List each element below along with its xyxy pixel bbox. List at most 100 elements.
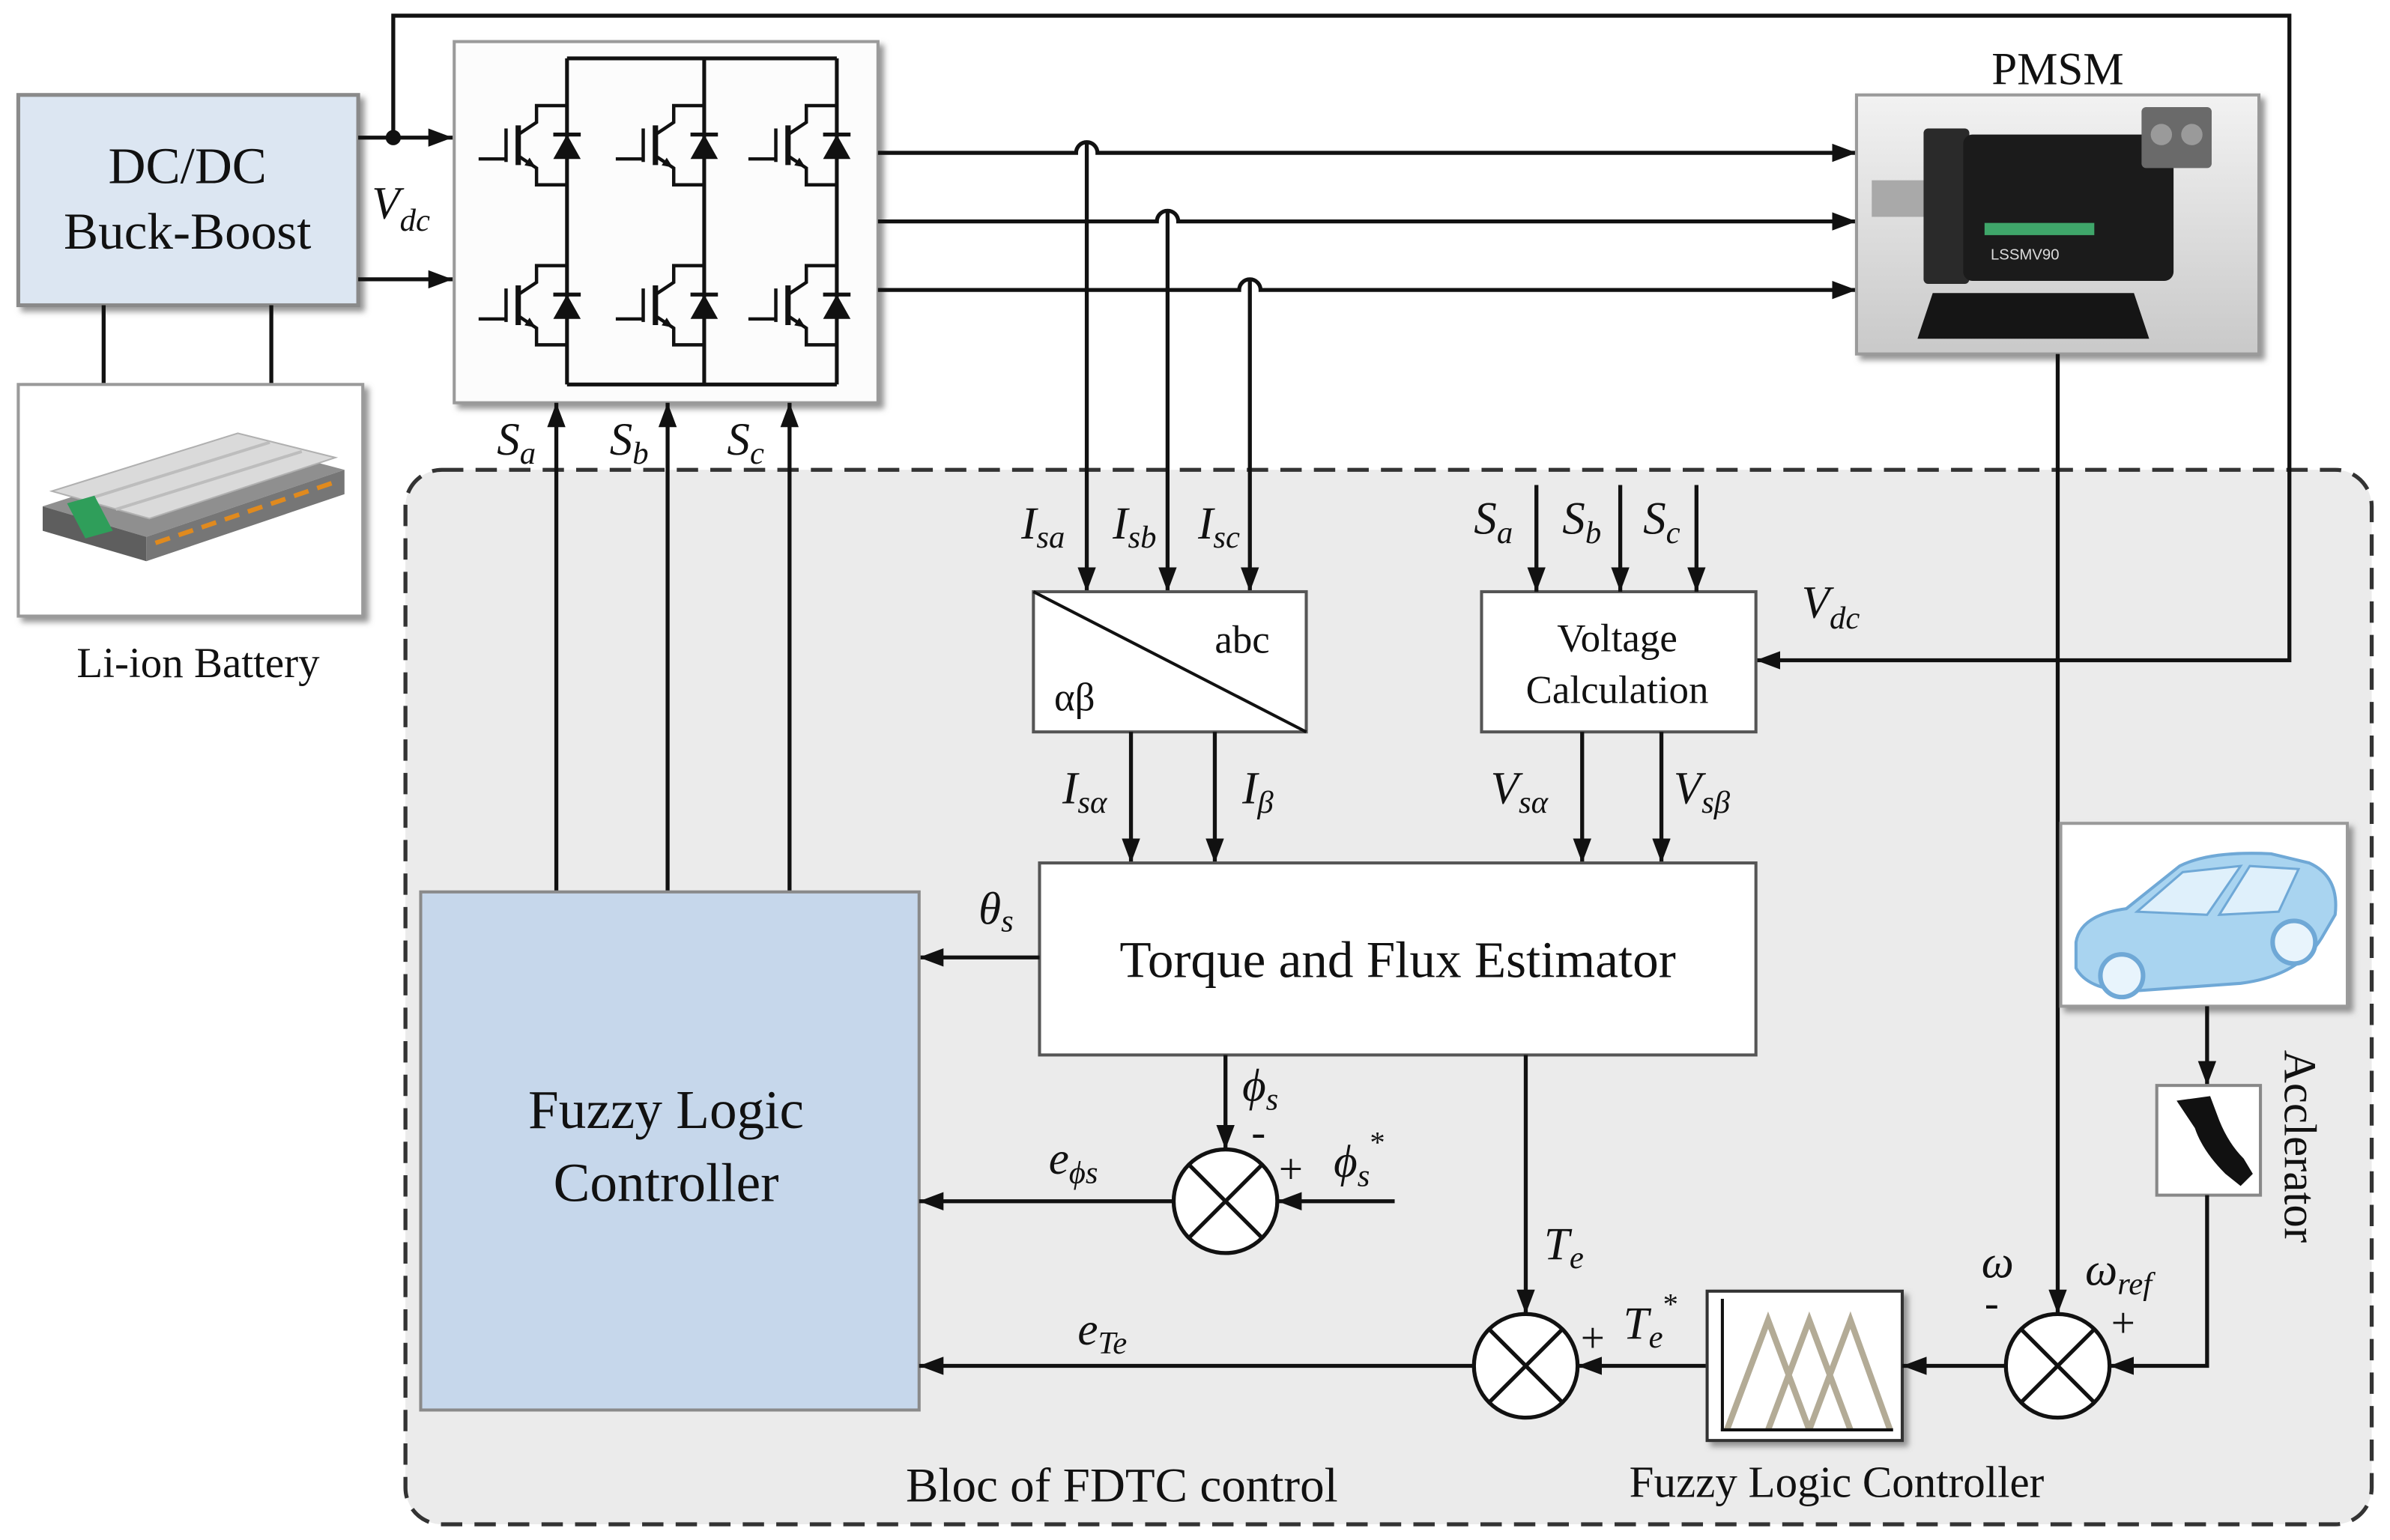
omega-ref-subscript: ref [2117,1267,2155,1302]
gate-c-symbol: S [727,415,750,465]
ibeta-subscript: β [1256,785,1274,820]
current-label-b: Isb [1112,499,1156,555]
te-subscript: e [1570,1240,1584,1276]
pmsm-motor-icon: LSSMV90 [1854,93,2261,356]
voltage-calc-line1: Voltage [1557,616,1677,660]
ephi-symbol: e [1049,1134,1069,1184]
gate-b-symbol: S [610,415,633,465]
omega-ref-symbol: ω [2085,1246,2117,1296]
vdc-label-inverter: Vdc [372,179,430,238]
main-fuzzy-controller-block [419,890,921,1412]
vsbeta-symbol: V [1674,764,1707,814]
te-ref-symbol: T [1624,1299,1652,1349]
isc-subscript: sc [1213,520,1240,555]
speed-junction-minus: - [1985,1279,1999,1327]
battery-caption: Li-ion Battery [76,640,320,687]
three-phase-inverter [453,40,880,404]
isb-subscript: sb [1128,520,1156,555]
vdc-calc-subscript: dc [1830,601,1860,636]
accelerator-caption: Acclerator [2275,1050,2325,1243]
vdc-label-calc: Vdc [1802,578,1860,636]
v-alpha-label: Vsα [1491,764,1549,820]
dcdc-title: DC/DC [109,137,267,195]
i-beta-label: Iβ [1241,764,1274,820]
flux-error-label: eϕs [1049,1134,1098,1190]
torque-reference-label: Te* [1624,1287,1678,1355]
isc-symbol: I [1197,499,1215,549]
vsalpha-subscript: sα [1519,785,1549,820]
gate-a-subscript: a [520,436,536,471]
calc-switch-label-a: Sa [1474,494,1513,551]
ete-subscript: Te [1098,1326,1127,1361]
vdc-calc-symbol: V [1802,578,1835,628]
main-controller-line1: Fuzzy Logic [528,1079,804,1140]
speed-reference-label: ωref [2085,1246,2155,1302]
te-ref-superscript: * [1663,1287,1678,1321]
vdc-subscript: dc [400,203,430,238]
isb-symbol: I [1112,499,1130,549]
theta-label: θs [978,884,1014,939]
motor-nameplate: LSSMV90 [1991,246,2060,263]
abc-alphabeta-transform [1032,589,1308,734]
phi-symbol: ϕ [1242,1061,1266,1111]
flux-reference-label: ϕs* [1334,1126,1385,1194]
gate-a-symbol: S [497,415,520,465]
membership-function-icon [1705,1289,1905,1443]
torque-junction-plus: + [1581,1315,1605,1362]
summing-junction-icon [1171,1147,1280,1255]
voltage-calc-line2: Calculation [1526,668,1709,712]
vdc-tap-node [385,130,402,145]
i-alpha-label: Isα [1062,764,1108,820]
vdc-measurement-wire [391,13,2292,670]
torque-flux-estimator-block [1038,861,1758,1057]
phi-ref-subscript: s [1358,1158,1370,1193]
calc-c-symbol: S [1643,494,1666,545]
phase-c-wire [877,277,1857,300]
speed-controller-caption: Fuzzy Logic Controller [1630,1457,2045,1506]
voltage-calculation-block [1480,589,1758,734]
battery-pack-icon [16,383,365,618]
calc-a-subscript: a [1497,515,1513,551]
theta-subscript: s [1001,904,1014,939]
control-bloc-caption: Bloc of FDTC control [906,1459,1338,1513]
calc-b-symbol: S [1562,494,1585,545]
gate-c-subscript: c [750,436,764,471]
phi-ref-superscript: * [1370,1126,1385,1159]
phase-a-wire [877,140,1857,163]
speed-reference-wire [2109,1195,2209,1375]
theta-symbol: θ [978,884,1001,934]
isa-symbol: I [1020,499,1038,549]
ete-symbol: e [1077,1305,1098,1355]
vsalpha-symbol: V [1491,764,1524,814]
speed-label: ω [1982,1237,2014,1288]
accelerator-pedal-icon [2155,1084,2263,1197]
isa-subscript: sa [1036,520,1065,555]
flux-label: ϕs [1242,1061,1278,1117]
transform-abc-label: abc [1214,618,1269,661]
main-controller-line2: Controller [554,1153,779,1213]
flux-junction-minus: - [1251,1109,1265,1156]
current-label-c: Isc [1197,499,1240,555]
current-label-a: Isa [1020,499,1065,555]
vsbeta-subscript: sβ [1701,785,1731,820]
speed-junction-plus: + [2111,1300,2135,1347]
summing-junction-icon [2003,1312,2112,1420]
motor-caption: PMSM [1991,45,2123,95]
omega-symbol: ω [1982,1237,2014,1288]
gate-label-b: Sb [610,415,649,471]
transform-alphabeta-label: αβ [1054,676,1095,720]
te-ref-subscript: e [1649,1320,1663,1355]
calc-switch-label-c: Sc [1643,494,1680,551]
te-symbol: T [1544,1219,1573,1270]
summing-junction-icon [1471,1312,1580,1420]
v-beta-label: Vsβ [1674,764,1731,820]
phase-b-wire [877,208,1857,231]
calc-switch-label-b: Sb [1562,494,1601,551]
calc-a-symbol: S [1474,494,1497,545]
isalpha-subscript: sα [1077,785,1108,820]
flux-junction-plus: + [1279,1145,1303,1192]
phi-subscript: s [1266,1082,1279,1118]
car-icon [2059,822,2350,1008]
phi-ref-symbol: ϕ [1334,1137,1358,1187]
